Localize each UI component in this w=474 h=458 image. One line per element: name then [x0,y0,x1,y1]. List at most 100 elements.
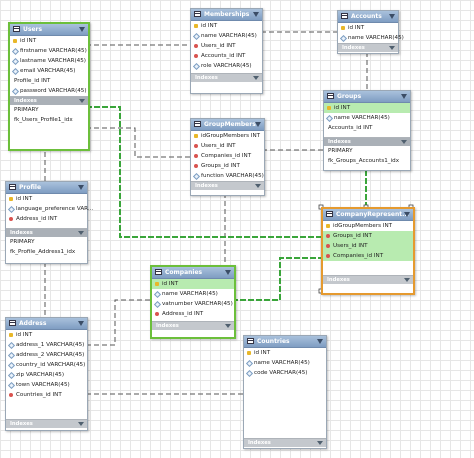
column-row[interactable]: role VARCHAR(45) [191,61,262,71]
relation-companies-companyrep[interactable] [232,257,323,301]
collapse-arrow-icon[interactable] [225,270,231,275]
indexes-bar[interactable]: Indexes [323,275,413,284]
column-row[interactable]: Users_id INT [323,241,413,251]
column-row[interactable]: code VARCHAR(45) [244,368,326,378]
indexes-bar[interactable]: Indexes [191,73,262,82]
indexes-bar[interactable]: Indexes [338,43,398,52]
collapse-arrow-icon[interactable] [404,212,410,217]
indexes-bar[interactable]: Indexes [10,96,88,105]
table-groups[interactable]: Groups id INT name VARCHAR(45) Accounts_… [323,90,411,171]
column-row[interactable]: Accounts_id INT [191,51,262,61]
indexes-bar[interactable]: Indexes [6,419,87,428]
column-row[interactable]: Companies_id INT [323,251,413,261]
index-row[interactable]: PRIMARY [14,107,39,113]
column-row[interactable]: name VARCHAR(45) [191,31,262,41]
indexes-bar[interactable]: Indexes [244,438,326,447]
collapse-arrow-icon[interactable] [401,140,407,144]
table-header[interactable]: Countries [244,336,326,348]
index-row[interactable]: fk_Users_Profile1_idx [14,117,73,123]
collapse-arrow-icon[interactable] [404,278,410,282]
column-row[interactable]: Groups_id INT [323,231,413,241]
table-groupmembers[interactable]: GroupMembers idGroupMembers INT Users_id… [190,118,265,196]
relation-address-companies[interactable] [86,299,150,346]
table-header[interactable]: Users [10,24,88,36]
table-header[interactable]: Companies [152,267,234,279]
collapse-arrow-icon[interactable] [317,339,323,344]
collapse-arrow-icon[interactable] [401,94,407,99]
column-row[interactable]: Address_id INT [6,214,87,224]
column-row[interactable]: lastname VARCHAR(45) [10,56,88,66]
table-header[interactable]: Groups [324,91,410,103]
column-row[interactable]: Groups_id INT [191,161,264,171]
indexes-bar[interactable]: Indexes [191,181,264,190]
column-row[interactable]: id INT [10,36,88,46]
collapse-arrow-icon[interactable] [255,122,261,127]
column-row[interactable]: address_1 VARCHAR(45) [6,340,87,350]
table-accounts[interactable]: Accounts id INT name VARCHAR(45) Indexes [337,10,404,54]
indexes-bar[interactable]: Indexes [324,137,410,146]
table-profile[interactable]: Profile id INT language_preference VAR..… [5,181,93,264]
column-row[interactable]: name VARCHAR(45) [338,33,404,43]
collapse-arrow-icon[interactable] [78,185,84,190]
column-row[interactable]: idGroupMembers INT [191,131,264,141]
collapse-arrow-icon[interactable] [317,441,323,445]
collapse-arrow-icon[interactable] [225,324,231,328]
collapse-arrow-icon[interactable] [389,46,395,50]
column-row[interactable]: Companies_id INT [191,151,264,161]
index-row[interactable]: PRIMARY [328,148,353,154]
relation-users-groupmembers[interactable] [86,127,190,158]
collapse-arrow-icon[interactable] [79,99,85,103]
table-companies[interactable]: Companies id INT name VARCHAR(45) vatnum… [150,265,236,339]
collapse-arrow-icon[interactable] [79,27,85,32]
column-row[interactable]: address_2 VARCHAR(45) [6,350,87,360]
table-header[interactable]: CompanyRepresent... [323,209,413,221]
table-header[interactable]: Memberships [191,9,262,21]
column-row[interactable]: firstname VARCHAR(45) [10,46,88,56]
table-header[interactable]: Profile [6,182,87,194]
column-row[interactable]: id INT [244,348,326,358]
column-row[interactable]: id INT [191,21,262,31]
collapse-arrow-icon[interactable] [78,231,84,235]
column-row[interactable]: password VARCHAR(45) [10,86,88,96]
column-row[interactable]: Countries_id INT [6,390,87,400]
collapse-arrow-icon[interactable] [253,76,259,80]
collapse-arrow-icon[interactable] [78,321,84,326]
column-row[interactable]: name VARCHAR(45) [244,358,326,368]
table-header[interactable]: Address [6,318,87,330]
index-row[interactable]: PRIMARY [10,239,35,245]
table-header[interactable]: Accounts [338,11,398,23]
indexes-bar[interactable]: Indexes [6,228,87,237]
collapse-arrow-icon[interactable] [389,14,395,19]
column-row[interactable]: zip VARCHAR(45) [6,370,87,380]
column-row[interactable]: id INT [324,103,410,113]
column-row[interactable]: id INT [6,194,87,204]
column-row[interactable]: Users_id INT [191,41,262,51]
column-row[interactable]: name VARCHAR(45) [152,289,234,299]
column-row[interactable]: function VARCHAR(45) [191,171,264,181]
column-row[interactable]: idGroupMembers INT [323,221,413,231]
table-header[interactable]: GroupMembers [191,119,264,131]
column-row[interactable]: id INT [338,23,398,33]
collapse-arrow-icon[interactable] [255,184,261,188]
column-row[interactable]: Accounts_id INT [328,125,373,131]
column-row[interactable]: Users_id INT [191,141,264,151]
table-memberships[interactable]: Memberships id INT name VARCHAR(45) User… [190,8,263,94]
relation-users-companyrep[interactable] [86,106,323,238]
column-row[interactable]: vatnumber VARCHAR(45) [152,299,234,309]
table-users[interactable]: Users id INT firstname VARCHAR(45) lastn… [8,22,90,151]
index-row[interactable]: fk_Profile_Address1_idx [10,249,76,255]
column-row[interactable]: Profile_id INT [14,78,51,84]
column-row[interactable]: Address_id INT [152,309,234,319]
collapse-arrow-icon[interactable] [78,422,84,426]
indexes-bar[interactable]: Indexes [152,321,234,330]
table-address[interactable]: Address id INT address_1 VARCHAR(45) add… [5,317,88,431]
column-row[interactable]: language_preference VAR... [6,204,93,214]
table-companyrepresentative[interactable]: CompanyRepresent... idGroupMembers INT G… [321,207,415,295]
column-row[interactable]: name VARCHAR(45) [324,113,410,123]
column-row[interactable]: country_id VARCHAR(45) [6,360,87,370]
index-row[interactable]: fk_Groups_Accounts1_idx [328,158,400,164]
table-countries[interactable]: Countries id INT name VARCHAR(45) code V… [243,335,327,449]
column-row[interactable]: id INT [6,330,87,340]
column-row[interactable]: id INT [152,279,234,289]
column-row[interactable]: town VARCHAR(45) [6,380,87,390]
